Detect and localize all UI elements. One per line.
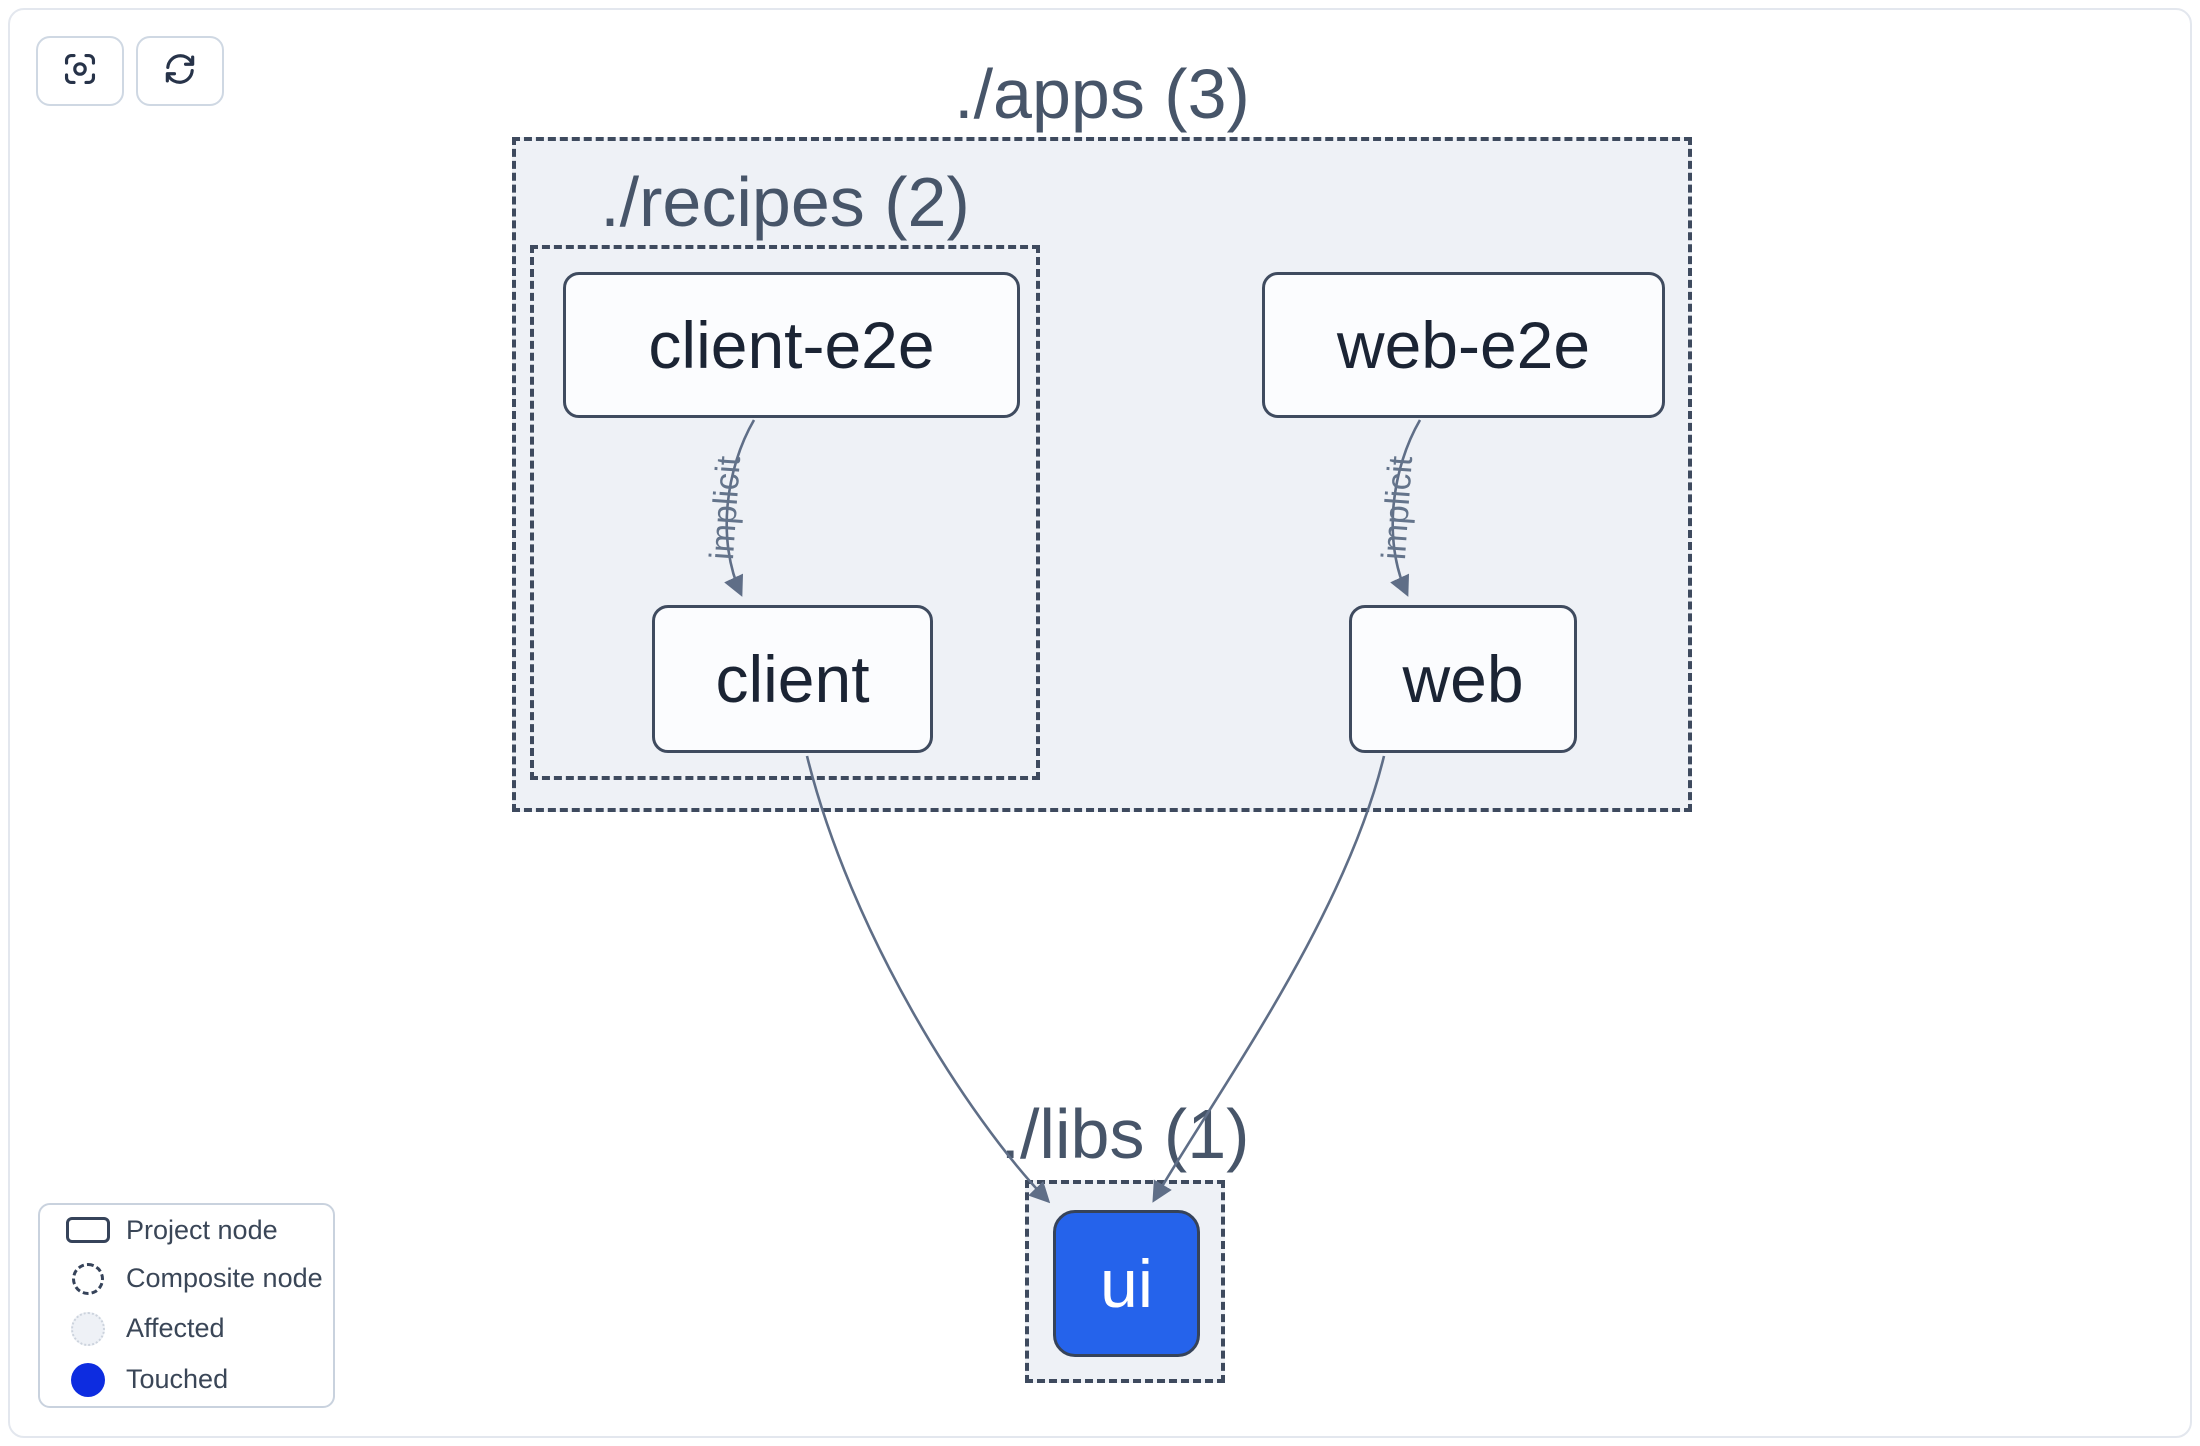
node-web[interactable]: web: [1349, 605, 1577, 753]
legend-item-touched: Touched: [60, 1362, 313, 1397]
group-label-recipes: ./recipes (2): [600, 163, 970, 241]
edge-client-to-ui[interactable]: [805, 755, 1051, 1204]
focus-button[interactable]: [36, 36, 124, 106]
legend-item-project-node: Project node: [60, 1215, 313, 1246]
edge-label-implicit-web: implicit: [1374, 454, 1421, 562]
legend-label: Composite node: [126, 1263, 323, 1293]
edge-web-to-ui[interactable]: [1152, 755, 1386, 1203]
group-label-libs: ./libs (1): [1000, 1095, 1250, 1173]
legend-label: Affected: [126, 1313, 225, 1343]
composite-node-swatch: [60, 1262, 116, 1295]
node-client-e2e[interactable]: client-e2e: [563, 272, 1020, 418]
project-node-swatch: [60, 1217, 116, 1243]
affected-swatch: [60, 1311, 116, 1346]
legend-label: Project node: [126, 1214, 278, 1245]
group-label-apps: ./apps (3): [954, 55, 1250, 133]
edge-client-e2e-to-client[interactable]: [724, 419, 756, 597]
node-client[interactable]: client: [652, 605, 933, 753]
legend-label: Touched: [126, 1364, 229, 1394]
edge-label-implicit-client: implicit: [702, 454, 749, 562]
node-ui[interactable]: ui: [1053, 1210, 1200, 1357]
legend-item-composite-node: Composite node: [60, 1262, 323, 1295]
refresh-button[interactable]: [136, 36, 224, 106]
node-web-e2e[interactable]: web-e2e: [1262, 272, 1665, 418]
focus-icon: [61, 50, 99, 93]
refresh-icon: [161, 50, 199, 93]
legend-item-affected: Affected: [60, 1311, 313, 1346]
legend: Project node Composite node Affected Tou…: [38, 1203, 335, 1408]
touched-swatch: [60, 1362, 116, 1397]
edge-web-e2e-to-web[interactable]: [1390, 419, 1422, 597]
